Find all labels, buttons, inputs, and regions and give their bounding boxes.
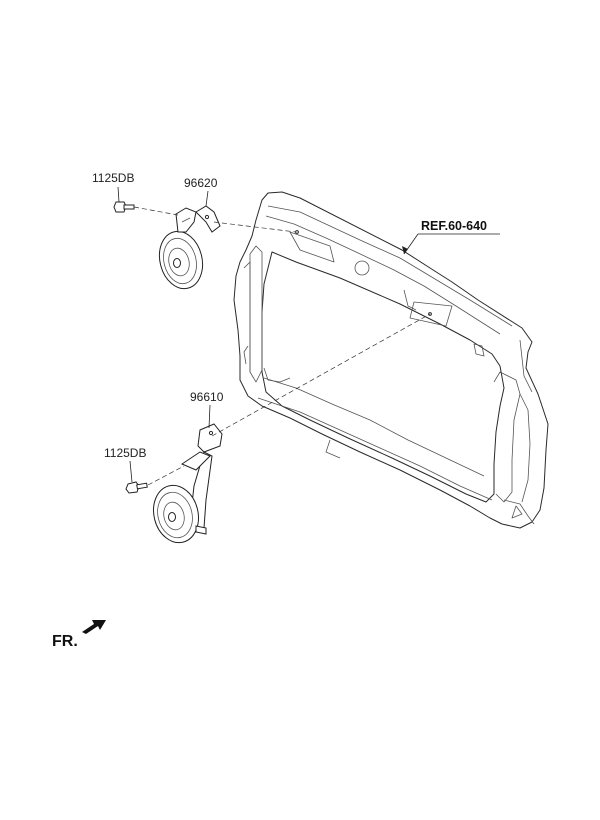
bolt-lower bbox=[125, 481, 148, 494]
reference-label: REF.60-640 bbox=[421, 219, 487, 233]
horn-assembly-lower bbox=[153, 423, 223, 544]
part-number-bolt-upper: 1125DB bbox=[92, 171, 134, 185]
horn-assembly-upper bbox=[158, 205, 221, 290]
part-number-horn-upper: 96620 bbox=[184, 176, 218, 190]
front-direction-arrow-icon bbox=[82, 620, 106, 634]
bolt-upper bbox=[113, 201, 135, 213]
leader-lines bbox=[82, 186, 500, 634]
part-number-horn-lower: 96610 bbox=[190, 390, 224, 404]
front-direction-label: FR. bbox=[52, 633, 78, 650]
dashed-alignment-lines bbox=[133, 206, 431, 486]
front-end-module-carrier bbox=[233, 191, 549, 529]
part-number-bolt-lower: 1125DB bbox=[104, 446, 146, 460]
